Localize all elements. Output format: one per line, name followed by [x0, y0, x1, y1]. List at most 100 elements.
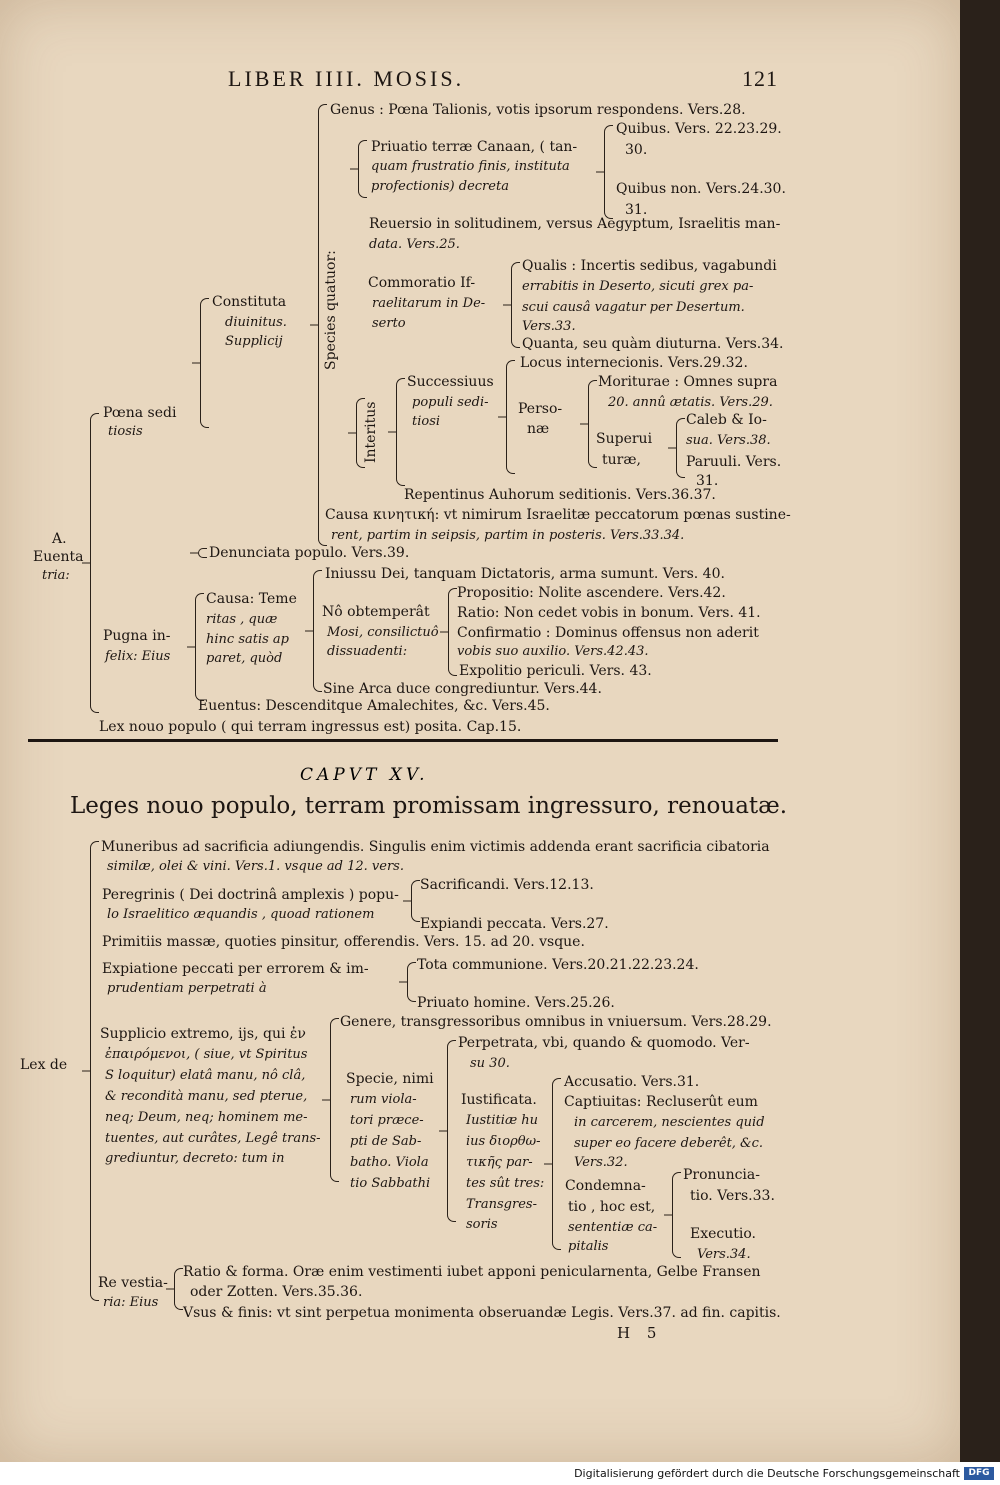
peregrinis-text: lo Israelitico æquandis , quoad rationem [107, 907, 375, 922]
muneribus-text: similæ, olei & vini. Vers.1. vsque ad 12… [107, 859, 404, 874]
causa-text: rent, partim in seipsis, partim in poste… [331, 528, 685, 543]
bracket-priuatio [358, 140, 367, 198]
supplicio-text: ἐπαιρόμενοι, ( siue, vt Spiritus [105, 1047, 308, 1062]
caleb-text: Caleb & Io- [686, 412, 767, 428]
causa-text: Causa κινητική: vt nimirum Israelitæ pec… [325, 507, 791, 523]
bracket-successiuus [396, 378, 405, 486]
expiandi-text: Expiandi peccata. Vers.27. [420, 916, 609, 932]
caleb-text: sua. Vers.38. [686, 433, 771, 448]
qualis-text: Vers.33. [522, 319, 576, 334]
bracket-interitus [356, 398, 365, 468]
bracket-condemnatio [672, 1172, 681, 1258]
expolitio-text: Expolitio periculi. Vers. 43. [459, 663, 652, 679]
peregrinis-text: Peregrinis ( Dei doctrinâ amplexis ) pop… [102, 887, 399, 903]
lex-text: Lex nouo populo ( qui terram ingressus e… [99, 719, 522, 735]
moriturae-text: 20. annû ætatis. Vers.29. [608, 395, 773, 410]
pronunciatio-text: tio. Vers.33. [690, 1188, 775, 1204]
commoratio-text: serto [372, 316, 406, 331]
quibus-non-text: Quibus non. Vers.24.30. [616, 181, 786, 197]
specie-text: batho. Viola [350, 1155, 429, 1170]
bracket-re-vestiaria [174, 1268, 183, 1310]
paruuli-text: 31. [696, 473, 719, 489]
specie-text: Specie, nimi [346, 1071, 434, 1087]
bracket-no-obtemp [448, 588, 457, 676]
moriturae-text: Moriturae : Omnes supra [598, 374, 778, 390]
ratio-forma-text: Ratio & forma. Oræ enim vestimenti iubet… [183, 1264, 761, 1280]
confirmatio-text: Confirmatio : Dominus offensus non aderi… [457, 625, 759, 641]
book-page: LIBER IIII. MOSIS. 121 Genus : Pœna Tali… [0, 0, 960, 1462]
paruuli-text: Paruuli. Vers. [686, 454, 782, 470]
specie-text: tori præce- [350, 1113, 424, 1128]
reuersio-text: Reuersio in solitudinem, versus Aegyptum… [369, 216, 781, 232]
executio-text: Vers.34. [697, 1247, 751, 1262]
qualis-text: errabitis in Deserto, sicuti grex pa- [522, 279, 754, 294]
sacrificandi-text: Sacrificandi. Vers.12.13. [420, 877, 594, 893]
successiuus-text: tiosi [412, 414, 441, 429]
quibus-text: 30. [625, 142, 648, 158]
iustificata-text: soris [466, 1217, 498, 1232]
successiuus-text: Successiuus [407, 374, 494, 390]
iustificata-text: Transgres- [466, 1197, 537, 1212]
expiatione-text: prudentiam perpetrati à [107, 981, 267, 996]
captiuitas-text: Vers.32. [574, 1155, 628, 1170]
quibus-non-text: 31. [625, 202, 648, 218]
bracket-locus [506, 360, 515, 474]
oder-text: oder Zotten. Vers.35.36. [190, 1284, 363, 1300]
footer-bar: Digitalisierung gefördert durch die Deut… [0, 1462, 1000, 1485]
condemnatio-text: sententiæ ca- [568, 1220, 658, 1235]
locus-text: Locus internecionis. Vers.29.32. [520, 355, 748, 371]
poena-text: tiosis [108, 424, 143, 439]
iustificata-text: tes sût tres: [466, 1176, 545, 1191]
pronunciatio-text: Pronuncia- [683, 1167, 760, 1183]
species-vertical: Species quatuor: [323, 250, 339, 370]
iustificata-text: ius διορθω- [466, 1134, 541, 1149]
specie-text: tio Sabbathi [350, 1176, 431, 1191]
dfg-logo: DFG [964, 1467, 994, 1480]
bracket-lex-de [90, 841, 99, 1301]
ratio-text: Ratio: Non cedet vobis in bonum. Vers. 4… [457, 605, 761, 621]
perpetrata-text: su 30. [470, 1056, 510, 1071]
iustificata-text: τικῆς par- [466, 1155, 533, 1170]
primitiis-text: Primitiis massæ, quoties pinsitur, offer… [102, 934, 585, 950]
denunciata-text: Denunciata populo. Vers.39. [209, 545, 410, 561]
causa-temeritas: Causa: Teme [206, 591, 297, 607]
perpetrata-text: Perpetrata, vbi, quando & quomodo. Ver- [458, 1035, 750, 1051]
accusatio-text: Accusatio. Vers.31. [564, 1074, 700, 1090]
condemnatio-text: pitalis [568, 1239, 609, 1254]
genere-text: Genere, transgressoribus omnibus in vniu… [340, 1014, 772, 1030]
supplicio-text: tuentes, aut curâtes, Legê trans- [105, 1131, 321, 1146]
running-title: LIBER IIII. MOSIS. [228, 66, 465, 91]
digitization-credit: Digitalisierung gefördert durch die Deut… [574, 1467, 960, 1480]
bracket-qualis [511, 262, 520, 348]
no-obtemperant-text: Nô obtemperât [322, 604, 430, 620]
superui-text: turæ, [602, 452, 641, 468]
commoratio-text: raelitarum in De- [372, 296, 486, 311]
muneribus-text: Muneribus ad sacrificia adiungendis. Sin… [101, 839, 770, 855]
quanta-text: Quanta, seu quàm diuturna. Vers.34. [522, 336, 784, 352]
eventa-label: Euenta [33, 549, 84, 565]
re-vestiaria-text: ria: Eius [103, 1295, 159, 1310]
eventa-label: A. [52, 531, 67, 547]
repentinus-text: Repentinus Auhorum seditionis. Vers.36.3… [404, 487, 716, 503]
tota-text: Tota communione. Vers.20.21.22.23.24. [417, 957, 699, 973]
bracket-peregrinis [411, 880, 420, 922]
supplicio-text: grediuntur, decreto: tum in [105, 1151, 285, 1166]
chapter-title: Leges nouo populo, terram promissam ingr… [70, 793, 788, 819]
priuatio-text: Priuatio terræ Canaan, ( tan- [371, 139, 578, 155]
page-number: 121 [742, 66, 778, 91]
captiuitas-text: in carcerem, nescientes quid [574, 1115, 765, 1130]
supplicio-text: neq; Deum, neq; hominem me- [105, 1110, 308, 1125]
quibus-text: Quibus. Vers. 22.23.29. [616, 121, 782, 137]
causa-temeritas: hinc satis ap [206, 632, 289, 647]
vsus-text: Vsus & finis: vt sint perpetua monimenta… [183, 1305, 781, 1321]
bracket-pugna [195, 593, 204, 701]
signature-mark: H 5 [617, 1324, 663, 1342]
supplicio-text: & recondità manu, sed pterue, [105, 1089, 308, 1104]
re-vestiaria-text: Re vestia- [98, 1275, 168, 1291]
causa-temeritas: paret, quòd [206, 651, 283, 666]
lex-de-label: Lex de [20, 1057, 68, 1073]
interitus-vertical: Interitus [363, 401, 379, 463]
constituta-text: Supplicij [225, 334, 283, 349]
iniussu-text: Iniussu Dei, tanquam Dictatoris, arma su… [325, 566, 725, 582]
bracket-constituta [200, 298, 209, 428]
